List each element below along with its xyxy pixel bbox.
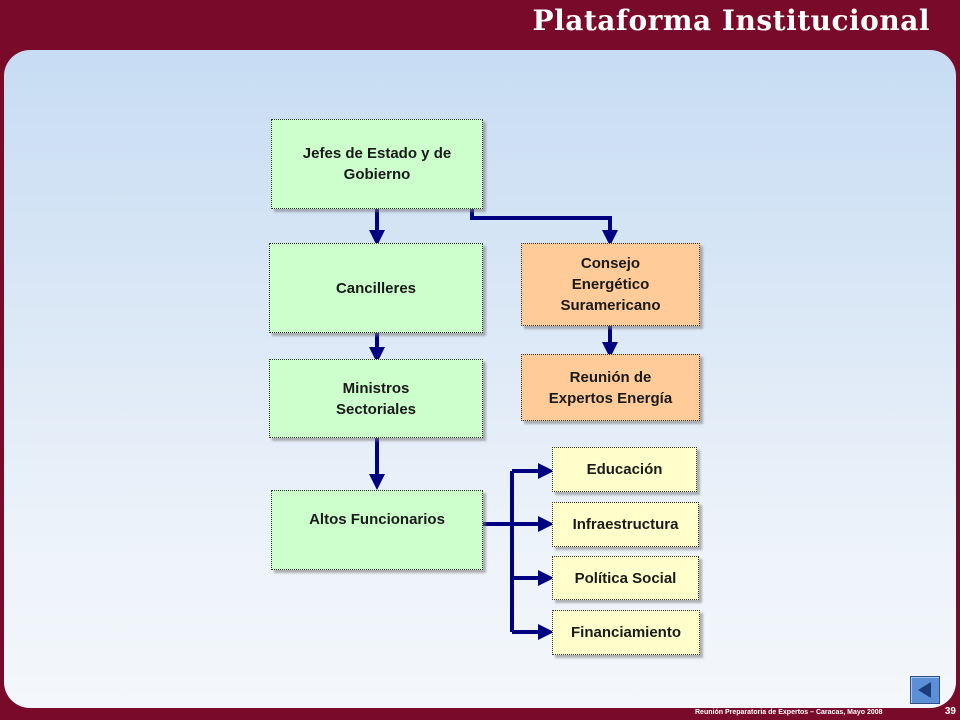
box-jefes-label: Jefes de Estado y de Gobierno xyxy=(302,145,452,183)
box-altos-label: Altos Funcionarios xyxy=(309,511,445,528)
box-cancilleres-label: Cancilleres xyxy=(335,279,417,297)
page-number: 39 xyxy=(944,706,956,717)
box-infraestructura: Infraestructura xyxy=(552,502,699,547)
box-consejo-label: Consejo Energético Suramericano xyxy=(560,255,661,314)
box-financiamiento-label: Financiamiento xyxy=(570,624,682,641)
box-altos-funcionarios: Altos Funcionarios xyxy=(271,490,483,570)
box-reunion-label: Reunión de Expertos Energía xyxy=(548,368,673,407)
back-button[interactable] xyxy=(910,676,940,704)
triangle-left-icon xyxy=(918,682,931,698)
box-politica-social-label: Política Social xyxy=(574,569,677,587)
box-reunion-expertos: Reunión de Expertos Energía xyxy=(521,354,700,421)
slide-title: Plataforma Institucional xyxy=(532,4,930,37)
footer-text: Reunión Preparatoria de Expertos – Carac… xyxy=(695,709,883,716)
box-politica-social: Política Social xyxy=(552,556,699,600)
box-infraestructura-label: Infraestructura xyxy=(572,516,679,533)
box-jefes-de-estado: Jefes de Estado y de Gobierno xyxy=(271,119,483,209)
box-ministros-label: Ministros Sectoriales xyxy=(335,379,417,418)
box-cancilleres: Cancilleres xyxy=(269,243,483,333)
box-educacion: Educación xyxy=(552,447,697,492)
arrow-jefes-consejo xyxy=(470,209,618,246)
box-financiamiento: Financiamiento xyxy=(552,610,700,655)
box-consejo-energetico: Consejo Energético Suramericano xyxy=(521,243,700,326)
box-educacion-label: Educación xyxy=(586,461,663,478)
box-ministros-sectoriales: Ministros Sectoriales xyxy=(269,359,483,438)
